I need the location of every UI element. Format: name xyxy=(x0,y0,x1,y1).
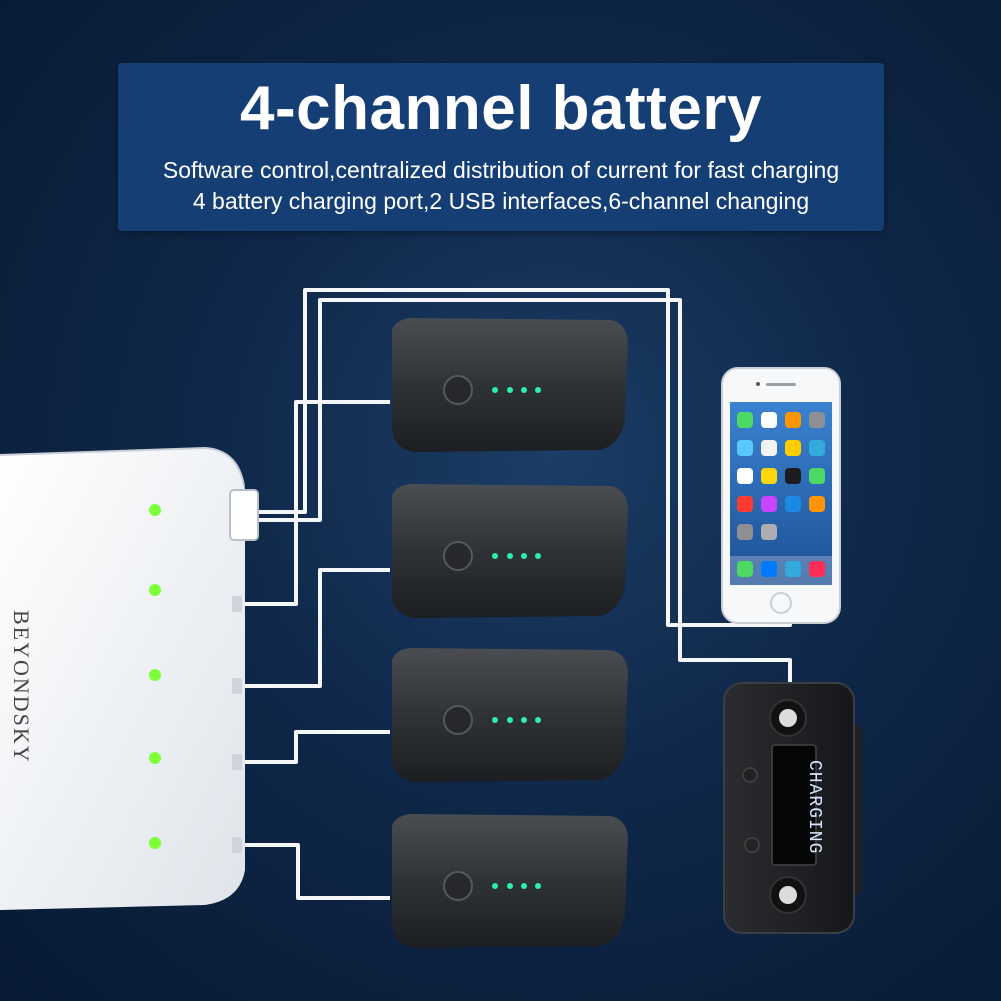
battery-power-button xyxy=(443,375,473,405)
hub-led xyxy=(149,584,161,596)
cable-battery-4 xyxy=(240,843,390,900)
remote-controller: CHARGING xyxy=(723,682,862,934)
remote-screen-text: CHARGING xyxy=(804,760,824,854)
cable-battery-3 xyxy=(240,730,390,764)
phone-home-button xyxy=(770,592,792,614)
battery-power-button xyxy=(443,705,473,735)
hub-led xyxy=(149,669,161,681)
hub-led xyxy=(149,837,161,849)
hub-led xyxy=(149,504,161,516)
battery-power-button xyxy=(443,871,473,901)
cable-usb-remote xyxy=(252,298,792,690)
battery-power-button xyxy=(443,541,473,571)
battery-stack xyxy=(392,318,628,948)
charging-cables xyxy=(240,288,792,900)
hub-led xyxy=(149,752,161,764)
smartphone xyxy=(721,367,841,624)
hub-leds xyxy=(149,504,161,849)
hub-brand-logo: BEYONDSKY xyxy=(9,610,34,764)
battery xyxy=(392,484,628,618)
battery xyxy=(392,648,628,782)
remote-button xyxy=(744,837,760,853)
usb-port-plug xyxy=(229,489,259,541)
banner-subtitle-line-1: Software control,centralized distributio… xyxy=(162,157,840,183)
charging-hub: BEYONDSKY xyxy=(0,446,259,910)
remote-button xyxy=(742,767,758,783)
phone-screen xyxy=(730,402,832,585)
cable-usb-phone xyxy=(252,288,792,627)
banner-subtitle-line-2: 4 battery charging port,2 USB interfaces… xyxy=(192,188,810,214)
remote-screen xyxy=(771,744,817,866)
banner-title: 4-channel battery xyxy=(240,74,762,143)
phone-app-icons xyxy=(730,412,832,585)
battery xyxy=(392,814,628,948)
battery xyxy=(392,318,628,452)
cable-battery-1 xyxy=(240,400,390,606)
cable-battery-2 xyxy=(240,568,390,688)
hub-ports xyxy=(232,596,242,853)
title-banner: 4-channel battery Software control,centr… xyxy=(118,63,884,231)
